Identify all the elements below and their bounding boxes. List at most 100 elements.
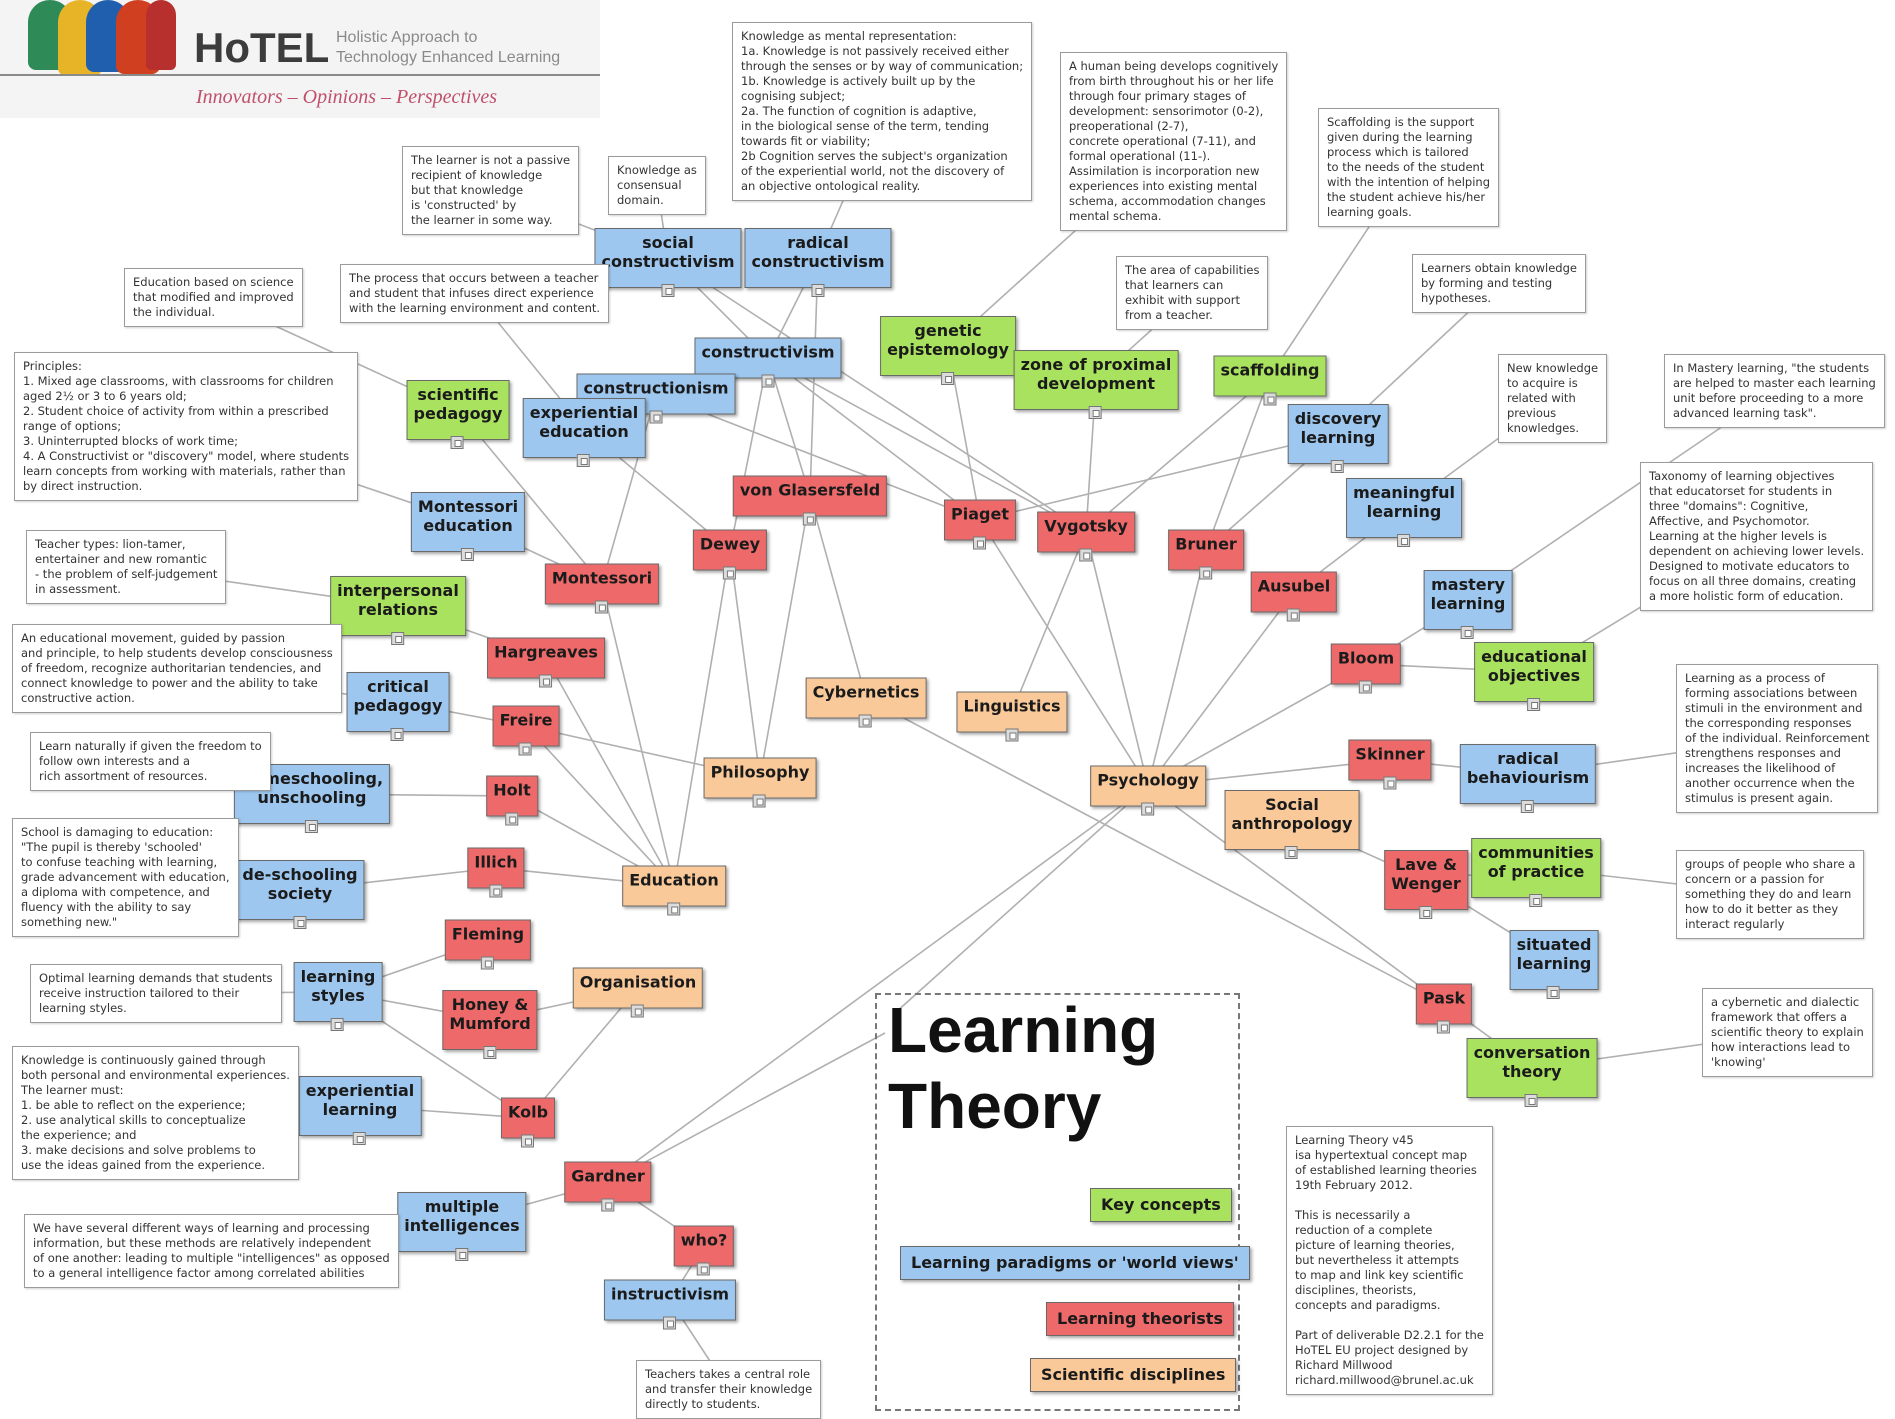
- note-link-icon[interactable]: [1330, 460, 1344, 473]
- node-holt[interactable]: Holt: [486, 775, 538, 826]
- note-link-icon[interactable]: [660, 284, 674, 297]
- note-link-icon[interactable]: [1286, 608, 1300, 622]
- node-scientific-pedagogy[interactable]: scientific pedagogy: [406, 380, 510, 449]
- node-dewey[interactable]: Dewey: [692, 529, 768, 580]
- note-link-icon[interactable]: [1382, 776, 1396, 790]
- node-organisation[interactable]: Organisation: [572, 967, 704, 1018]
- note-link-icon[interactable]: [519, 742, 532, 756]
- note-link-icon[interactable]: [1527, 698, 1540, 711]
- note-link-icon[interactable]: [595, 600, 608, 614]
- note-link-icon[interactable]: [576, 454, 590, 467]
- node-social-anthropology[interactable]: Social anthropology: [1224, 790, 1360, 859]
- node-experiential-education[interactable]: experiential education: [522, 398, 646, 467]
- node-social-constructivism[interactable]: social constructivism: [594, 228, 742, 297]
- note-link-icon[interactable]: [489, 884, 502, 898]
- node-educational-objectives[interactable]: educational objectives: [1474, 642, 1594, 711]
- note-link-icon[interactable]: [973, 536, 986, 550]
- note-link-icon[interactable]: [1436, 1020, 1450, 1034]
- note-link-icon[interactable]: [1525, 1094, 1538, 1107]
- node-montessori-education[interactable]: Montessori education: [410, 492, 526, 561]
- note-link-icon[interactable]: [1005, 728, 1018, 742]
- node-learning-styles[interactable]: learning styles: [293, 962, 383, 1031]
- note-link-icon[interactable]: [1198, 566, 1212, 580]
- node-interpersonal-relations[interactable]: interpersonal relations: [330, 576, 466, 645]
- node-freire[interactable]: Freire: [492, 705, 560, 756]
- note-link-icon[interactable]: [630, 1004, 644, 1018]
- note-link-icon[interactable]: [352, 1132, 366, 1145]
- note-link-icon[interactable]: [666, 902, 680, 916]
- note-link-icon[interactable]: [1141, 802, 1154, 816]
- node-vygotsky[interactable]: Vygotsky: [1037, 511, 1135, 562]
- node-mastery-learning[interactable]: mastery learning: [1423, 570, 1513, 639]
- note-link-icon[interactable]: [803, 512, 816, 526]
- node-radical-behaviourism[interactable]: radical behaviourism: [1459, 744, 1597, 813]
- note-link-icon[interactable]: [461, 548, 474, 561]
- node-illich[interactable]: Illich: [467, 847, 525, 898]
- note-link-icon[interactable]: [1529, 894, 1542, 907]
- node-pask[interactable]: Pask: [1415, 983, 1473, 1034]
- note-link-icon[interactable]: [649, 410, 662, 424]
- node-gardner[interactable]: Gardner: [564, 1161, 652, 1212]
- note-link-icon[interactable]: [941, 372, 954, 385]
- node-zone-of-proximal-development[interactable]: zone of proximal development: [1013, 350, 1179, 419]
- node-honey-mumford[interactable]: Honey & Mumford: [442, 990, 538, 1059]
- note-link-icon[interactable]: [859, 714, 872, 728]
- note-link-icon[interactable]: [1520, 800, 1534, 813]
- note-link-icon[interactable]: [390, 728, 404, 741]
- node-fleming[interactable]: Fleming: [444, 919, 532, 970]
- node-scaffolding[interactable]: scaffolding: [1213, 355, 1327, 406]
- node-montessori[interactable]: Montessori: [544, 563, 660, 614]
- note-link-icon[interactable]: [810, 284, 824, 297]
- node-experiential-learning[interactable]: experiential learning: [298, 1076, 422, 1145]
- note-link-icon[interactable]: [450, 436, 464, 449]
- node-kolb[interactable]: Kolb: [500, 1097, 556, 1148]
- note-link-icon[interactable]: [539, 674, 552, 688]
- note-link-icon[interactable]: [760, 374, 774, 388]
- note-link-icon[interactable]: [663, 1316, 676, 1330]
- note-link-icon[interactable]: [1263, 392, 1276, 406]
- node-von-glasersfeld[interactable]: von Glasersfeld: [732, 475, 888, 526]
- node-multiple-intelligences[interactable]: multiple intelligences: [397, 1192, 527, 1261]
- node-education[interactable]: Education: [622, 865, 726, 916]
- note-link-icon[interactable]: [601, 1198, 614, 1212]
- note-link-icon[interactable]: [1418, 906, 1432, 919]
- note-link-icon[interactable]: [483, 1046, 496, 1059]
- note-link-icon[interactable]: [1397, 534, 1410, 547]
- node-genetic-epistemology[interactable]: genetic epistemology: [880, 316, 1016, 385]
- node-discovery-learning[interactable]: discovery learning: [1287, 404, 1389, 473]
- note-link-icon[interactable]: [331, 1018, 344, 1031]
- node-piaget[interactable]: Piaget: [944, 499, 1016, 550]
- node-bloom[interactable]: Bloom: [1330, 643, 1402, 694]
- note-link-icon[interactable]: [1359, 680, 1372, 694]
- note-link-icon[interactable]: [454, 1248, 468, 1261]
- note-link-icon[interactable]: [305, 820, 318, 833]
- node-situated-learning[interactable]: situated learning: [1509, 930, 1599, 999]
- note-link-icon[interactable]: [292, 916, 306, 929]
- node-conversation-theory[interactable]: conversation theory: [1466, 1038, 1598, 1107]
- node-hargreaves[interactable]: Hargreaves: [487, 637, 605, 688]
- node-communities-of-practice[interactable]: communities of practice: [1471, 838, 1601, 907]
- note-link-icon[interactable]: [1079, 548, 1092, 562]
- note-link-icon[interactable]: [696, 1262, 710, 1276]
- node-lave-wenger[interactable]: Lave & Wenger: [1384, 850, 1468, 919]
- node-radical-constructivism[interactable]: radical constructivism: [744, 228, 892, 297]
- note-link-icon[interactable]: [391, 632, 404, 645]
- node-who[interactable]: who?: [673, 1225, 735, 1276]
- node-linguistics[interactable]: Linguistics: [956, 691, 1068, 742]
- note-link-icon[interactable]: [1546, 986, 1560, 999]
- node-philosophy[interactable]: Philosophy: [703, 757, 817, 808]
- note-link-icon[interactable]: [480, 956, 494, 970]
- node-meaningful-learning[interactable]: meaningful learning: [1346, 478, 1462, 547]
- node-cybernetics[interactable]: Cybernetics: [805, 677, 927, 728]
- note-link-icon[interactable]: [504, 812, 518, 826]
- note-link-icon[interactable]: [1461, 626, 1474, 639]
- note-link-icon[interactable]: [520, 1134, 534, 1148]
- node-psychology[interactable]: Psychology: [1090, 765, 1206, 816]
- node-ausubel[interactable]: Ausubel: [1250, 571, 1338, 622]
- note-link-icon[interactable]: [1088, 406, 1102, 419]
- node-constructivism[interactable]: constructivism: [694, 337, 842, 388]
- node-de-schooling-society[interactable]: de-schooling society: [235, 860, 365, 929]
- note-link-icon[interactable]: [1284, 846, 1298, 859]
- node-skinner[interactable]: Skinner: [1348, 739, 1432, 790]
- node-critical-pedagogy[interactable]: critical pedagogy: [346, 672, 450, 741]
